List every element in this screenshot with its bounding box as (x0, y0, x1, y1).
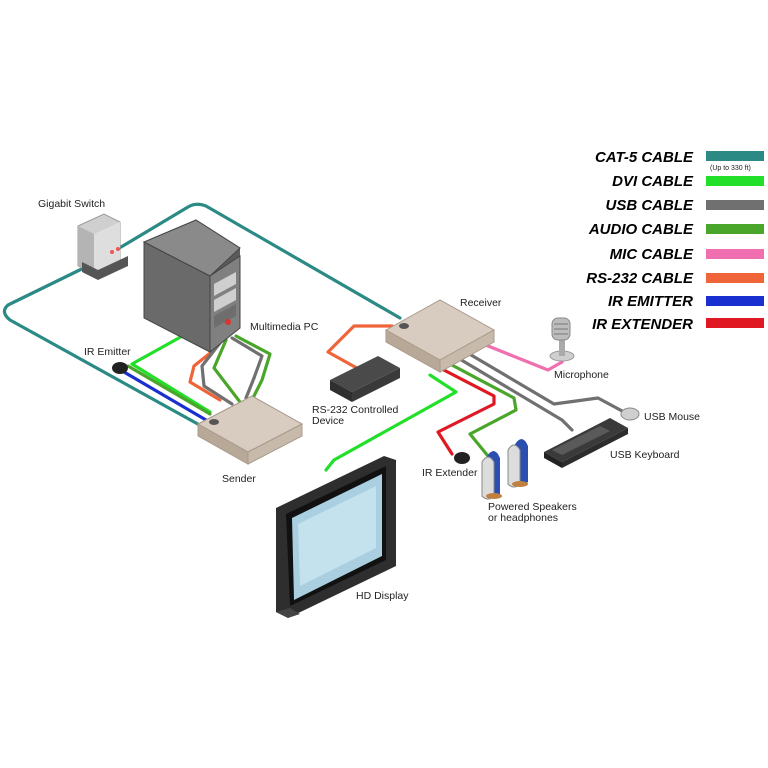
rs232-cable-pc (188, 348, 222, 402)
audio-cable-pc-2 (234, 334, 272, 398)
ir-emitter-label: IR Emitter (84, 346, 131, 358)
legend-swatch-usb (706, 200, 764, 210)
legend-label-ir-extender: IR EXTENDER (592, 316, 693, 333)
multimedia-pc-device (142, 219, 241, 354)
rs232-device-label-line1: RS-232 Controlled (312, 404, 399, 416)
usb-keyboard-device (544, 418, 628, 468)
legend-label-rs232: RS-232 CABLE (586, 270, 694, 287)
ir-emitter-cable-blue (122, 370, 208, 422)
mic-cable (476, 340, 564, 372)
speakers-label-line1: Powered Speakers (488, 501, 577, 513)
gigabit-switch-device (77, 213, 128, 280)
ir-extender-label: IR Extender (422, 467, 478, 479)
multimedia-pc-label: Multimedia PC (250, 321, 319, 333)
usb-cable-pc (200, 341, 234, 406)
rs232-device (330, 356, 400, 402)
legend-label-ir-emitter: IR EMITTER (608, 293, 693, 310)
audio-cable-speakers (448, 362, 518, 458)
audio-cable-pc-1 (212, 338, 242, 404)
usb-cable-pc-2 (230, 336, 264, 400)
legend-label-dvi: DVI CABLE (612, 173, 694, 190)
hd-display-device (276, 456, 396, 618)
legend-label-audio: AUDIO CABLE (588, 221, 694, 238)
legend-label-mic: MIC CABLE (610, 246, 694, 263)
dvi-cable-pc (130, 332, 212, 414)
receiver-device (384, 299, 496, 373)
speakers-label-line2: or headphones (488, 512, 558, 524)
cat5-cable-loop (2, 202, 402, 430)
usb-mouse-label: USB Mouse (644, 411, 700, 423)
usb-cable-mouse (464, 350, 626, 414)
receiver-label: Receiver (460, 297, 502, 309)
ir-emitter-cable-green (126, 364, 212, 416)
sender-device (196, 395, 304, 465)
gigabit-switch-label: Gigabit Switch (38, 198, 105, 210)
legend-label-usb: USB CABLE (605, 197, 693, 214)
legend-note-cat5: (Up to 330 ft) (710, 165, 751, 172)
ir-extender-cable (436, 366, 496, 456)
legend-swatch-cat5 (706, 151, 764, 161)
ir-extender-device (454, 452, 470, 464)
microphone-label: Microphone (554, 369, 609, 381)
speakers-device (481, 439, 528, 500)
legend-swatch-audio (706, 224, 764, 234)
usb-mouse-device (620, 407, 640, 421)
legend-swatch-ir-emitter (706, 296, 764, 306)
legend-swatch-rs232 (706, 273, 764, 283)
cable-legend: CAT-5 CABLE (Up to 330 ft) DVI CABLE USB… (586, 149, 764, 333)
legend-swatch-dvi (706, 176, 764, 186)
legend-label-cat5: CAT-5 CABLE (595, 149, 694, 166)
rs232-device-label-line2: Device (312, 415, 344, 427)
hd-display-label: HD Display (356, 590, 409, 602)
usb-cable-keyboard (456, 356, 574, 432)
microphone-device (549, 317, 575, 362)
usb-keyboard-label: USB Keyboard (610, 449, 680, 461)
legend-swatch-ir-extender (706, 318, 764, 328)
rs232-cable-device (326, 324, 394, 374)
ir-emitter-device (112, 362, 128, 374)
legend-swatch-mic (706, 249, 764, 259)
dvi-cable-display (324, 373, 458, 472)
sender-label: Sender (222, 473, 256, 485)
